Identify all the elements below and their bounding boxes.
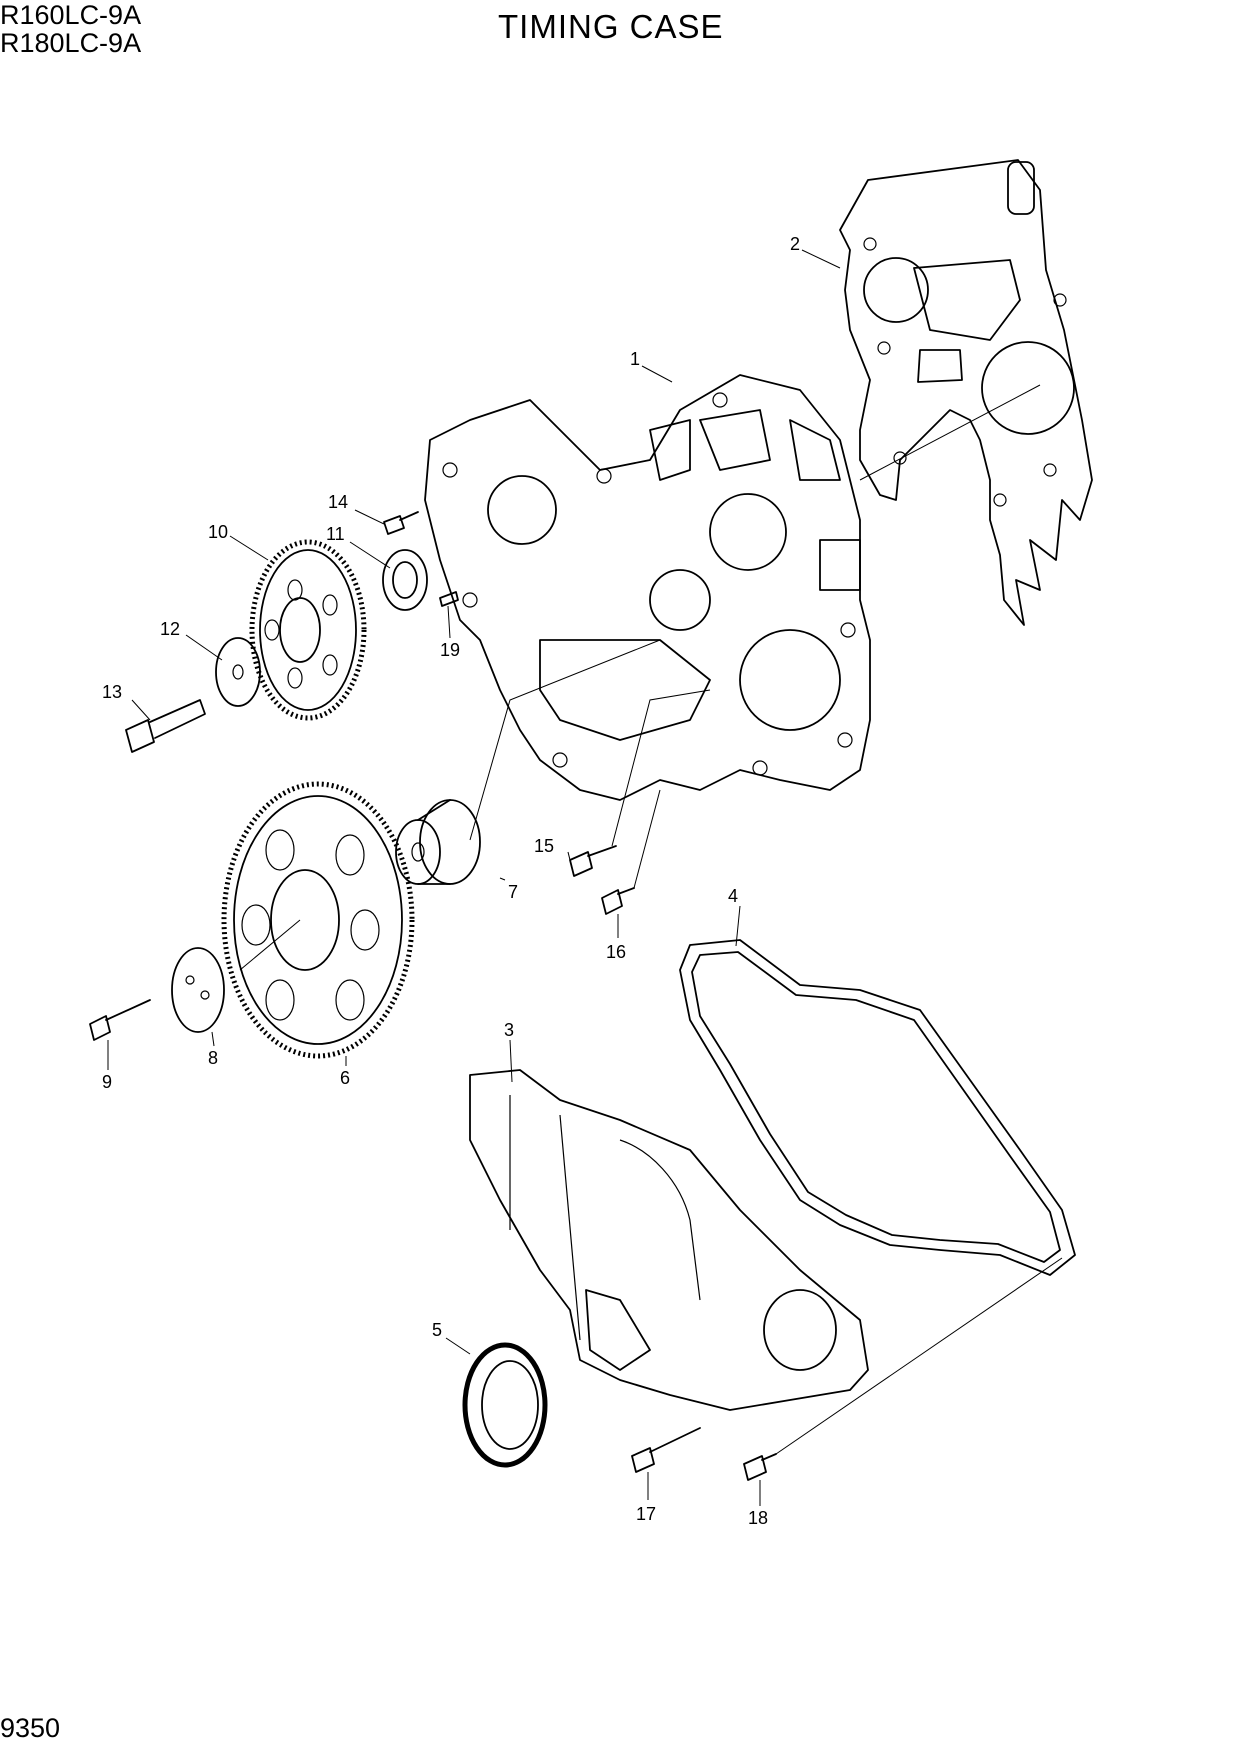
part-8-thrust-plate: [171, 947, 225, 1033]
page-title: TIMING CASE: [498, 8, 724, 45]
part-11-collar: [382, 549, 428, 611]
part-7-idler-shaft: [395, 799, 481, 885]
callout-19: 19: [440, 640, 460, 660]
part-15-bolt: [569, 845, 617, 877]
callout-16: 16: [606, 942, 626, 962]
part-6-large-gear: [221, 781, 415, 1059]
part-4-gasket: [679, 939, 1076, 1276]
callout-2: 2: [790, 234, 800, 254]
part-12-washer: [215, 637, 261, 707]
part-19-pin: [439, 591, 459, 607]
callout-15: 15: [534, 836, 554, 856]
part-18-bolt: [743, 1453, 777, 1481]
part-9-bolt: [89, 999, 151, 1041]
part-10-idler-gear: [249, 539, 367, 721]
callout-5: 5: [432, 1320, 442, 1340]
model-name-2: R180LC-9A: [0, 28, 142, 58]
part-5-oil-seal: [462, 1342, 548, 1468]
callout-10: 10: [208, 522, 228, 542]
callout-1: 1: [630, 349, 640, 369]
callout-6: 6: [340, 1068, 350, 1088]
part-13-bolt: [125, 699, 206, 753]
callout-8: 8: [208, 1048, 218, 1068]
callout-12: 12: [160, 619, 180, 639]
page-number: 9350: [0, 1713, 61, 1743]
callout-18: 18: [748, 1508, 768, 1528]
callout-numbers: 1 2 3 4 5 6 7 8 9 10 11 12 13 14 15 16 1…: [102, 234, 800, 1528]
callout-14: 14: [328, 492, 348, 512]
callout-7: 7: [508, 882, 518, 902]
part-16-bolt: [601, 887, 635, 915]
part-14-bolt: [383, 511, 419, 535]
part-2-gasket-plate: [839, 159, 1093, 626]
callout-13: 13: [102, 682, 122, 702]
part-3-front-cover: [469, 1069, 869, 1411]
model-name-1: R160LC-9A: [0, 0, 142, 30]
callout-11: 11: [326, 524, 345, 544]
callout-9: 9: [102, 1072, 112, 1092]
part-17-bolt: [631, 1427, 701, 1473]
callout-4: 4: [728, 886, 738, 906]
leader-lines: [107, 249, 1063, 1506]
part-1-timing-case: [424, 374, 871, 801]
callout-17: 17: [636, 1504, 656, 1524]
callout-3: 3: [504, 1020, 514, 1040]
